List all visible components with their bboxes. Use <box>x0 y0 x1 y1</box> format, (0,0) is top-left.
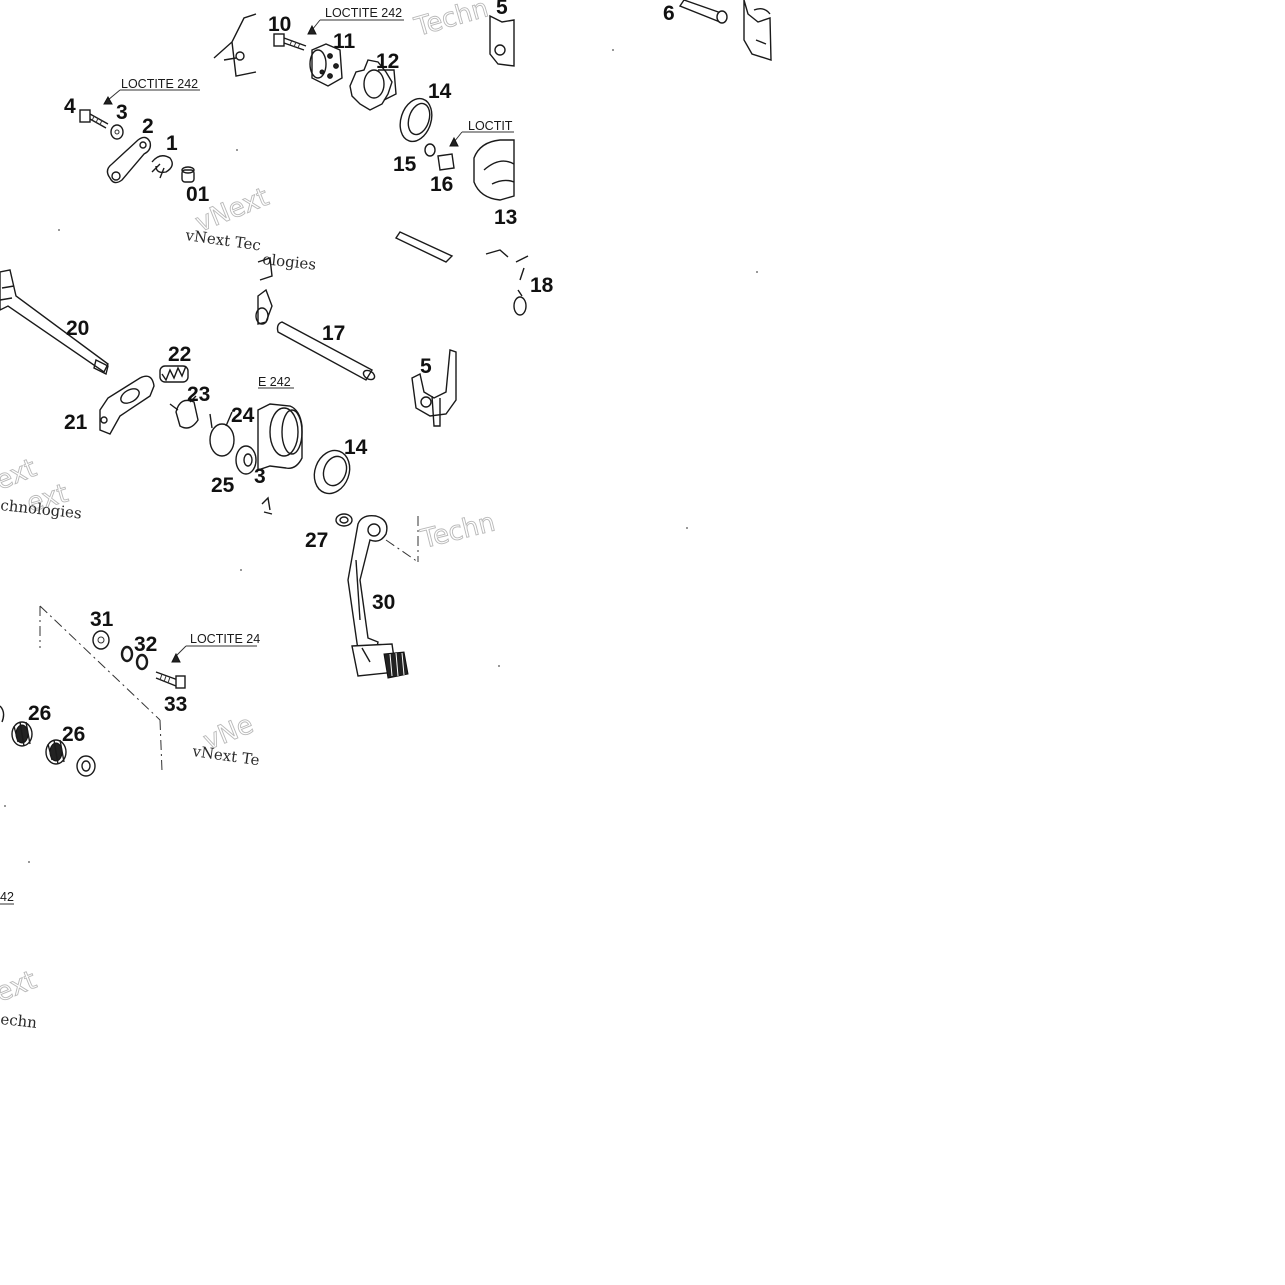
callout-label: 23 <box>187 383 210 406</box>
shift-fork-part <box>411 349 457 427</box>
callout-label: 20 <box>66 317 89 340</box>
tile-f-bearing-group: 31 32 LOCTITE 24 33 26 26 vNe vNext <box>0 605 261 777</box>
watermark: chnologies <box>0 496 83 522</box>
callout-label: 14 <box>428 80 452 103</box>
callout-label: 24 <box>231 404 255 427</box>
loctite-note: LOCTITE 242 <box>121 77 198 91</box>
callout-label: 3 <box>254 465 266 488</box>
loctite-note: 42 <box>0 890 14 904</box>
shift-drum-part <box>309 43 343 87</box>
loctite-note: E 242 <box>258 375 291 389</box>
callout-label: 17 <box>322 322 345 345</box>
callout-label: 13 <box>494 206 517 229</box>
tile-c-rod-group: 6 <box>612 0 772 61</box>
callout-label: 15 <box>393 153 417 176</box>
watermark: echn <box>0 1010 38 1032</box>
needle-bearing-part <box>11 721 33 747</box>
watermark: vNext Te <box>190 742 260 769</box>
tile-e-fork-group: 17 5 E 242 3 14 18 <box>254 255 554 515</box>
callout-label: 30 <box>372 591 395 614</box>
callout-label: 21 <box>64 411 88 434</box>
tile-g-shift-lever-group: 27 30 Techn <box>240 507 500 679</box>
bolt-part <box>273 33 307 51</box>
watermark: ext <box>0 965 41 1008</box>
tile-a-lever-group: LOCTITE 242 4 3 2 1 01 vNext vNext Tec <box>58 13 274 255</box>
callout-label: 27 <box>305 529 328 552</box>
bolt-part <box>79 109 109 129</box>
callout-label: 2 <box>142 115 154 138</box>
callout-label: 5 <box>496 0 508 19</box>
shift-lever-part <box>347 514 409 679</box>
shift-star-part <box>349 59 397 111</box>
callout-label: 31 <box>90 608 114 631</box>
callout-label: 22 <box>168 343 191 366</box>
callout-label: 10 <box>268 13 291 36</box>
callout-label: 32 <box>134 633 157 656</box>
callout-label: 3 <box>116 101 128 124</box>
callout-label: 25 <box>211 474 235 497</box>
tile-d-shift-shaft-group: 20 22 21 23 24 25 ext ext chnologies olo… <box>0 250 317 523</box>
callout-label: 16 <box>430 173 453 196</box>
callout-label: 18 <box>530 274 554 297</box>
watermark: Techn <box>411 0 492 43</box>
loctite-note: LOCTIT <box>468 119 513 133</box>
callout-label: 12 <box>376 50 399 73</box>
tile-b-shaft-group: LOCTITE 242 10 11 12 14 <box>268 0 517 263</box>
loctite-note: LOCTITE 24 <box>190 632 260 646</box>
callout-label: 1 <box>166 132 178 155</box>
tile-h-fragment: 42 ext echn <box>0 805 41 1032</box>
watermark: vNext Tec <box>183 226 262 255</box>
callout-label: 4 <box>64 95 76 118</box>
callout-label: 5 <box>420 355 432 378</box>
watermark: ologies <box>262 250 317 274</box>
watermark: Techn <box>417 508 498 555</box>
callout-label: 6 <box>663 2 675 25</box>
needle-bearing-part <box>45 739 67 765</box>
callout-label: 11 <box>333 30 356 53</box>
callout-label: 33 <box>164 693 187 716</box>
callout-label: 26 <box>62 723 85 746</box>
callout-label: 01 <box>186 183 210 206</box>
callout-label: 26 <box>28 702 51 725</box>
loctite-note: LOCTITE 242 <box>325 6 402 20</box>
callout-label: 14 <box>344 436 368 459</box>
